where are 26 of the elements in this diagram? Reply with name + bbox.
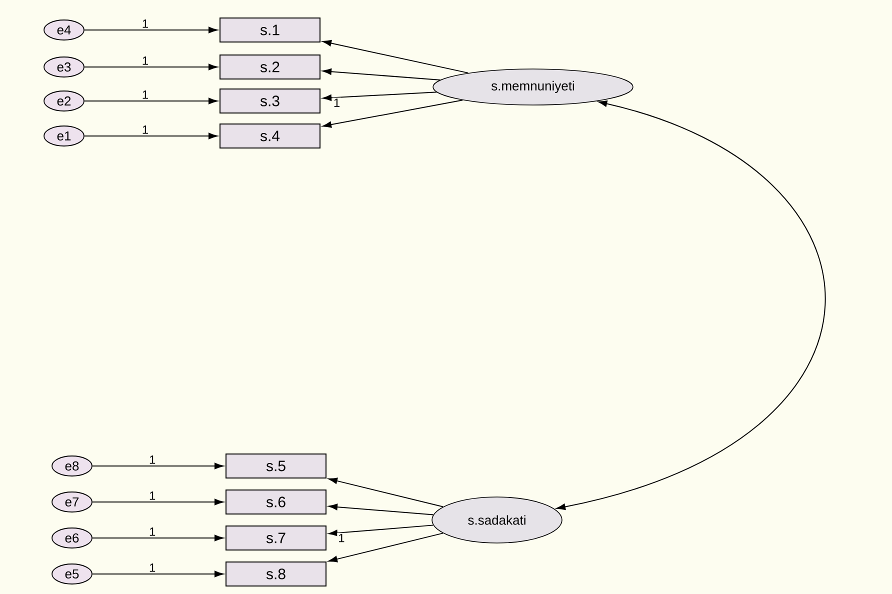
arrow	[92, 498, 224, 506]
arrow	[328, 478, 444, 508]
variable-box: s.6	[226, 490, 326, 514]
variable-box: s.8	[226, 562, 326, 586]
variable-box: s.7	[226, 526, 326, 550]
variable-box: s.3	[220, 88, 320, 114]
arrow	[84, 132, 218, 140]
variable-box: s.4	[220, 124, 320, 148]
arrow	[322, 68, 441, 80]
variable-box: s.5	[226, 454, 326, 478]
arrow	[322, 40, 469, 74]
curved-double-arrow	[556, 100, 826, 510]
arrow	[92, 534, 224, 542]
arrow	[328, 524, 434, 536]
arrow	[322, 92, 438, 101]
edge-label: 1	[337, 532, 346, 544]
arrow	[92, 570, 224, 578]
arrow	[84, 64, 218, 70]
arrow	[92, 462, 224, 470]
arrow	[328, 532, 444, 562]
arrow	[84, 26, 218, 34]
variable-box: s.2	[220, 54, 320, 80]
arrow	[328, 504, 434, 516]
arrow	[84, 98, 218, 104]
variable-box: s.1	[220, 18, 320, 42]
arrow	[322, 100, 464, 128]
